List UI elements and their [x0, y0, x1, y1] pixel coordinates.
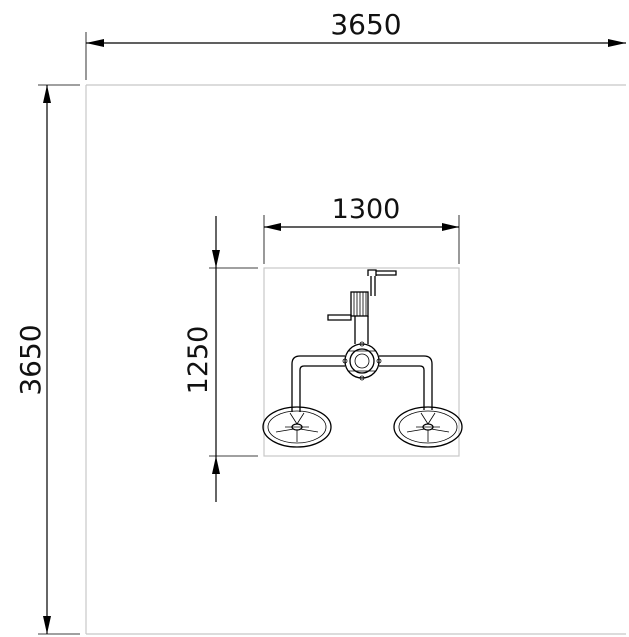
- equipment-width-label: 1300: [332, 194, 401, 225]
- right-wheel: [393, 406, 463, 448]
- left-arm: [291, 355, 345, 412]
- left-dimension: 3650: [14, 84, 80, 635]
- crank-handle-top: [367, 269, 397, 276]
- top-dimension-label: 3650: [330, 8, 401, 41]
- equipment-height-label: 1250: [183, 326, 214, 395]
- right-arm: [379, 355, 433, 410]
- central-hub: [344, 343, 380, 379]
- equipment-top-view: [262, 269, 463, 448]
- top-dimension: 3650: [85, 8, 626, 80]
- left-dimension-label: 3650: [14, 324, 47, 395]
- equipment-footprint: [263, 267, 460, 457]
- left-wheel: [262, 406, 332, 448]
- outer-boundary: [85, 84, 626, 635]
- crank-handle-left: [327, 314, 352, 321]
- equipment-width-dimension: 1300: [263, 194, 460, 264]
- equipment-height-dimension: 1250: [183, 216, 258, 502]
